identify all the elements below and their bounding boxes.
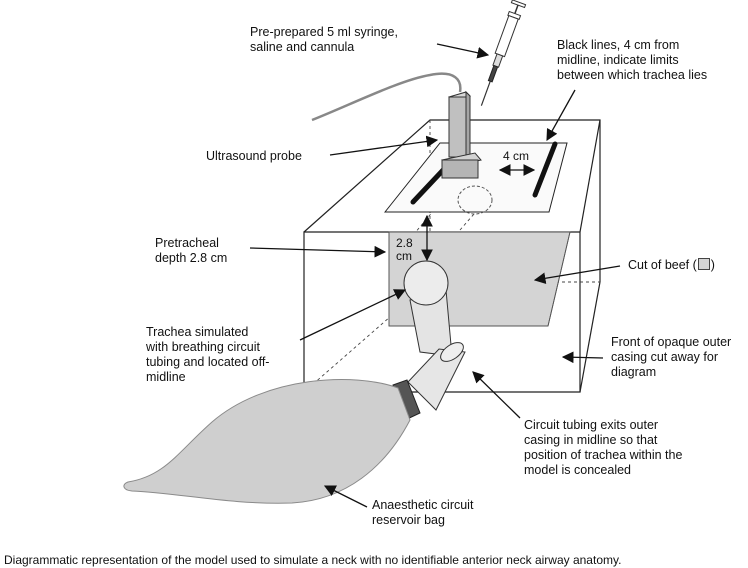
- ultrasound-probe: [441, 90, 482, 179]
- probe-cable: [311, 72, 462, 122]
- circuit-exit-label: Circuit tubing exits outer casing in mid…: [524, 418, 683, 477]
- depth-inner-label: 2.8 cm: [396, 236, 413, 263]
- width-label: 4 cm: [503, 149, 530, 163]
- beef-leader: [533, 265, 621, 285]
- figure-caption: Diagrammatic representation of the model…: [4, 553, 622, 567]
- black-lines-label: Black lines, 4 cm from midline, indicate…: [557, 38, 708, 82]
- limit-line-right: [532, 141, 558, 198]
- circuit-exit-leader: [472, 371, 521, 419]
- reservoir-bag: [123, 378, 411, 504]
- black-lines-leader: [546, 89, 576, 142]
- front-casing-label: Front of opaque outer casing cut away fo…: [611, 335, 732, 379]
- pretracheal-label: Pretracheal depth 2.8 cm: [155, 236, 228, 265]
- pretracheal-leader: [249, 245, 387, 258]
- syringe-leader: [436, 43, 490, 59]
- trachea-circle: [403, 260, 449, 306]
- probe-label: Ultrasound probe: [206, 149, 302, 163]
- front-leader: [561, 351, 604, 364]
- bag-label: Anaesthetic circuit reservoir bag: [372, 498, 474, 527]
- probe-leader: [329, 135, 439, 156]
- beef-label: Cut of beef (): [628, 258, 715, 272]
- trachea-top-circle: [457, 185, 493, 215]
- trachea-label: Trachea simulated with breathing circuit…: [146, 325, 270, 384]
- syringe: [480, 0, 527, 106]
- bag-leader: [323, 485, 368, 508]
- syringe-label: Pre-prepared 5 ml syringe, saline and ca…: [250, 25, 398, 54]
- circuit-tubing: [407, 348, 466, 411]
- limit-line-left: [410, 165, 448, 205]
- beef-swatch: [697, 258, 710, 270]
- trachea-leader: [299, 289, 407, 341]
